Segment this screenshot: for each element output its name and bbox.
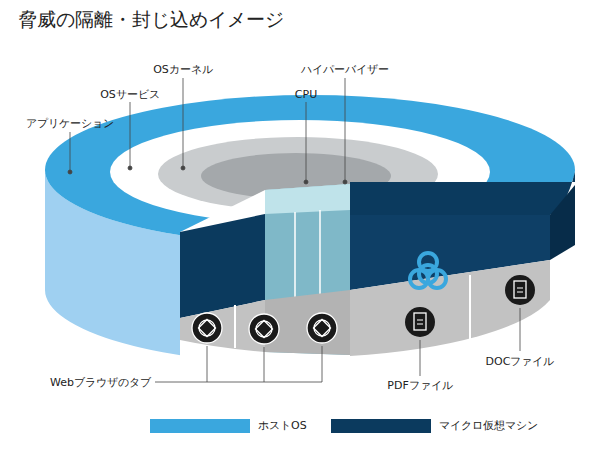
legend-label: ホストOS bbox=[258, 419, 307, 432]
title: 脅威の隔離・封じ込めイメージ bbox=[18, 8, 284, 31]
callout-label: DOCファイル bbox=[486, 355, 555, 368]
vm-top bbox=[350, 172, 575, 215]
divider bbox=[234, 305, 236, 348]
vm-wedge bbox=[180, 214, 265, 318]
callout-label: OSサービス bbox=[100, 88, 160, 101]
leader-lines bbox=[68, 78, 520, 382]
legend-swatch bbox=[331, 419, 431, 433]
tab-icons bbox=[192, 313, 337, 344]
legend-label: マイクロ仮想マシン bbox=[439, 419, 538, 432]
vm-floor bbox=[350, 260, 550, 356]
callout-label: Webブラウザのタブ bbox=[50, 376, 151, 389]
callout-label: PDFファイル bbox=[387, 379, 452, 392]
callout-label: CPU bbox=[295, 88, 317, 101]
biohazard-symbol bbox=[410, 253, 446, 288]
cpu-pillar-top bbox=[265, 184, 350, 214]
legend-swatch bbox=[150, 419, 250, 433]
divider bbox=[469, 275, 471, 345]
callout-label: ハイパーバイザー bbox=[301, 63, 389, 76]
callout-label: OSカーネル bbox=[153, 63, 213, 76]
vm-block-side bbox=[550, 185, 575, 260]
callout-label: アプリケーション bbox=[26, 117, 114, 130]
